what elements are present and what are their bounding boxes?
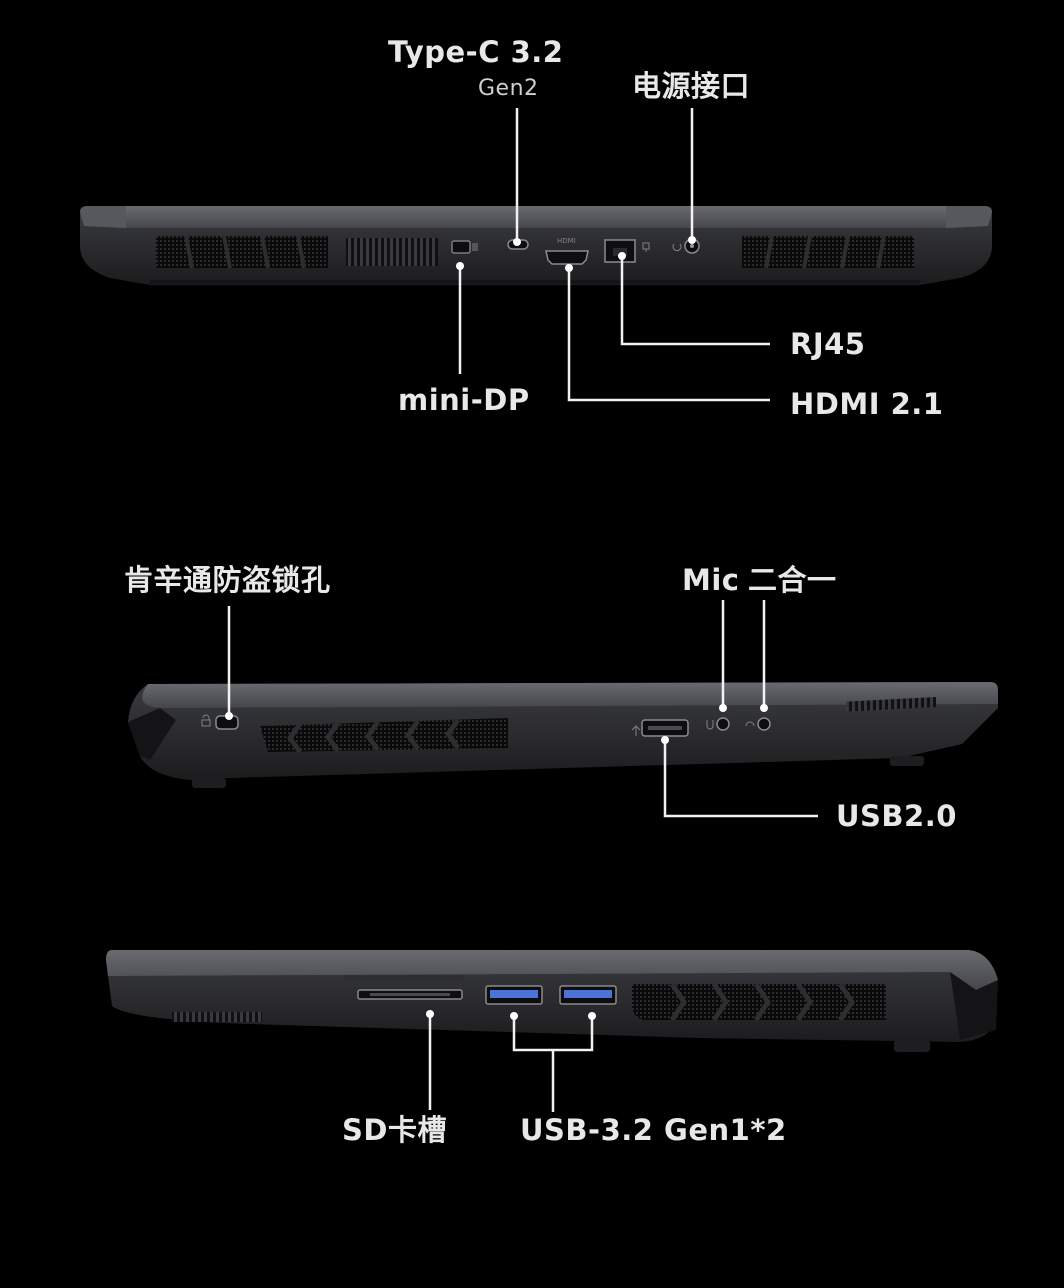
rear-right-hinge: [946, 206, 992, 228]
right-foot-rear: [894, 1040, 930, 1052]
label-usb3: USB-3.2 Gen1*2: [520, 1113, 787, 1147]
callout-line-rj45: [620, 256, 770, 346]
label-hdmi: HDMI 2.1: [790, 387, 944, 421]
left-top-lid: [142, 682, 998, 708]
combo-jack: [745, 717, 771, 731]
rear-callout-dots: [456, 236, 696, 272]
left-front-wedge: [128, 708, 176, 760]
label-type-c-gen: Gen2: [478, 76, 539, 101]
right-foot-front: [172, 1012, 262, 1022]
rear-view: HDMI: [80, 108, 992, 402]
rear-slot-vent: [346, 238, 438, 266]
usb3-port-2: [559, 985, 617, 1005]
usb-icon: [631, 725, 641, 736]
rear-left-vent: [156, 235, 328, 269]
rear-left-hinge: [80, 206, 126, 228]
label-combo: 二合一: [748, 563, 837, 597]
power-icon: [672, 243, 682, 252]
left-side-view: [128, 600, 998, 818]
hdmi-port: HDMI: [545, 237, 589, 265]
right-top-lid: [106, 950, 998, 990]
left-callouts: [227, 600, 818, 818]
label-mini-dp: mini-DP: [398, 383, 530, 417]
rear-callouts: [458, 108, 770, 402]
label-mic: Mic: [682, 563, 740, 597]
callout-line-usb2: [663, 740, 818, 818]
left-vent: [260, 718, 508, 754]
rear-top-strip: [126, 206, 946, 228]
label-type-c: Type-C 3.2: [388, 35, 564, 69]
right-vent: [632, 982, 886, 1022]
rear-right-vent: [742, 235, 914, 269]
left-callout-dots: [225, 704, 768, 744]
right-callouts: [428, 1014, 594, 1112]
right-rear-wedge: [950, 972, 998, 1040]
rear-base-line: [150, 280, 920, 284]
label-power: 电源接口: [632, 69, 751, 103]
left-foot-rear: [890, 756, 924, 766]
label-usb2: USB2.0: [836, 799, 957, 833]
mini-dp-port: [451, 240, 478, 254]
mic-icon: [706, 720, 714, 730]
hdmi-icon: HDMI: [557, 237, 576, 245]
right-callout-dots: [426, 1010, 596, 1020]
label-kensington: 肯辛通防盗锁孔: [124, 563, 331, 597]
left-foot-front: [192, 778, 226, 788]
label-sd: SD卡槽: [342, 1113, 447, 1147]
usb3-port-1: [485, 985, 543, 1005]
headphone-icon: [745, 721, 755, 727]
lan-icon: [642, 242, 650, 252]
lock-icon: [201, 714, 211, 727]
sd-card-slot: [344, 975, 464, 1000]
mic-jack: [706, 717, 730, 731]
callout-line-hdmi: [567, 268, 770, 402]
rj45-port: [604, 239, 650, 263]
left-rear-vent: [846, 696, 936, 712]
label-rj45: RJ45: [790, 327, 866, 361]
right-side-view: [106, 950, 998, 1112]
